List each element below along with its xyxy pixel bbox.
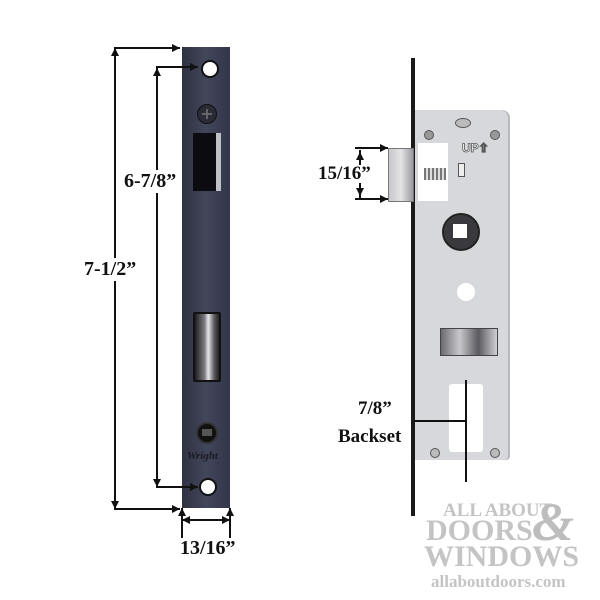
rivet bbox=[490, 130, 500, 140]
screw-span-line bbox=[156, 68, 158, 488]
backset-line bbox=[414, 420, 466, 422]
spindle-hub bbox=[442, 213, 480, 251]
deadbolt-opening bbox=[193, 312, 221, 382]
width-label: 13/16” bbox=[180, 537, 236, 559]
faceplate-edge bbox=[411, 58, 415, 516]
backset-centerline bbox=[465, 380, 467, 482]
watermark-ampersand: & bbox=[532, 492, 575, 552]
screw-span-bottom-arrow bbox=[156, 486, 198, 488]
up-label: UP bbox=[462, 141, 479, 156]
overall-height-top-arrow bbox=[114, 47, 180, 49]
latch-bolt bbox=[388, 148, 414, 202]
watermark-line3: WINDOWS bbox=[424, 540, 580, 573]
brand-mark: Wright bbox=[187, 450, 218, 462]
up-arrow-icon: ⇧ bbox=[478, 141, 489, 156]
rivet bbox=[455, 118, 471, 128]
latch-spring bbox=[424, 168, 446, 180]
latch-dim-top bbox=[355, 147, 388, 149]
latch-dim-bottom bbox=[355, 198, 388, 200]
overall-height-bottom-arrow bbox=[114, 508, 180, 510]
up-marking: UP⇧ bbox=[462, 141, 490, 156]
screw-span-top-arrow bbox=[156, 66, 198, 68]
rivet bbox=[490, 448, 500, 458]
screw-span-label: 6-7/8” bbox=[122, 170, 179, 193]
backset-value-label: 7/8” bbox=[358, 398, 392, 419]
width-right-ext bbox=[229, 508, 231, 538]
rivet bbox=[424, 130, 434, 140]
latch-dim-bottom-stem bbox=[359, 183, 361, 198]
width-left-ext bbox=[181, 508, 183, 538]
phillips-screw-icon bbox=[197, 104, 217, 124]
width-line bbox=[182, 519, 230, 521]
cylinder-hole bbox=[196, 422, 218, 444]
slot bbox=[458, 163, 465, 177]
latch-dim-top-stem bbox=[359, 150, 361, 165]
watermark-line1: ALL ABOUT bbox=[443, 500, 553, 521]
latch-height-label: 15/16” bbox=[318, 163, 371, 184]
top-screw-hole bbox=[201, 60, 219, 78]
deadbolt-mechanism bbox=[440, 328, 498, 356]
watermark-line2: DOORS bbox=[426, 514, 533, 547]
bottom-screw-hole bbox=[199, 478, 217, 496]
overall-height-label: 7-1/2” bbox=[82, 258, 139, 281]
cylinder-hole bbox=[457, 283, 475, 301]
latch-bolt-opening bbox=[193, 133, 221, 191]
rivet bbox=[430, 448, 440, 458]
watermark-url: allaboutdoors.com bbox=[431, 572, 566, 591]
backset-label: Backset bbox=[338, 426, 402, 447]
